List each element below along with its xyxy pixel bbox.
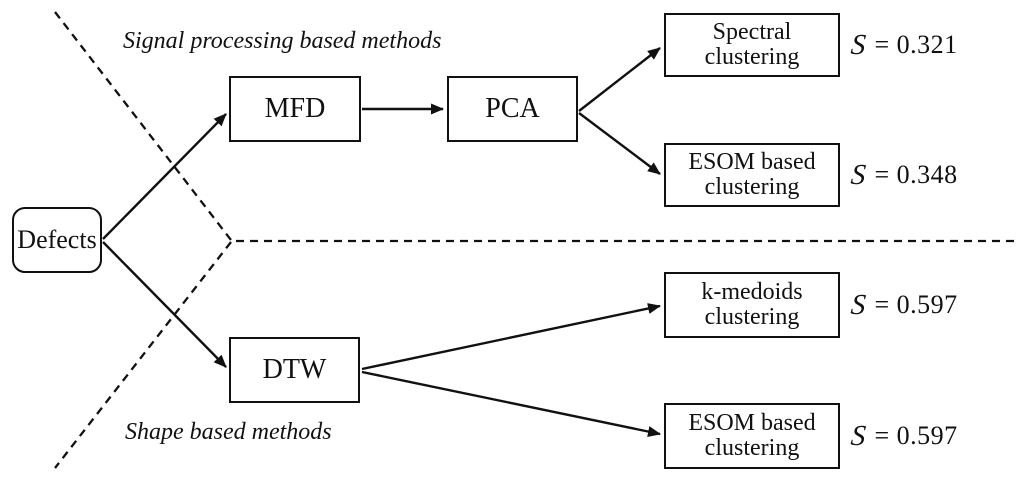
mfd-node: MFD xyxy=(229,76,361,142)
dtw-node: DTW xyxy=(229,337,360,403)
spectral-clustering-node: Spectral clustering xyxy=(664,13,840,77)
script-s-symbol: S xyxy=(849,419,868,452)
dashed-divider-upper-diagonal xyxy=(54,11,232,241)
edge-dtw-esom-bottom xyxy=(361,370,661,437)
esom-bottom-line1: ESOM based xyxy=(688,409,816,436)
script-s-symbol: S xyxy=(849,28,868,61)
kmedoids-line2: clustering xyxy=(704,304,800,330)
defects-node-label: Defects xyxy=(17,225,97,255)
esom-top-line1: ESOM based xyxy=(688,148,816,175)
kmedoids-score-value: = 0.597 xyxy=(874,290,958,319)
pca-node: PCA xyxy=(447,76,578,142)
esom-top-score: S = 0.348 xyxy=(849,143,1021,207)
dtw-node-label: DTW xyxy=(262,354,327,386)
script-s-symbol: S xyxy=(849,158,868,191)
esom-bottom-line2: clustering xyxy=(704,435,800,461)
esom-clustering-top-node: ESOM based clustering xyxy=(664,143,840,207)
spectral-clustering-line1: Spectral xyxy=(712,18,792,45)
kmedoids-score: S = 0.597 xyxy=(849,273,1021,337)
dashed-divider-lower-diagonal xyxy=(54,241,232,469)
defects-node: Defects xyxy=(12,207,102,273)
kmedoids-line1: k-medoids xyxy=(701,278,803,305)
pca-node-label: PCA xyxy=(485,93,540,125)
esom-top-line2: clustering xyxy=(704,174,800,200)
script-s-symbol: S xyxy=(849,288,868,321)
esom-bottom-score-value: = 0.597 xyxy=(874,421,958,450)
edge-defects-dtw xyxy=(102,241,227,368)
esom-clustering-bottom-node: ESOM based clustering xyxy=(664,403,840,469)
spectral-score: S = 0.321 xyxy=(849,13,1021,77)
edge-pca-spectral xyxy=(578,47,661,112)
shape-methods-label: Shape based methods xyxy=(125,419,332,445)
kmedoids-clustering-node: k-medoids clustering xyxy=(664,272,840,338)
edge-pca-esom-top xyxy=(578,112,661,175)
spectral-clustering-line2: clustering xyxy=(704,44,800,70)
edge-dtw-kmedoids xyxy=(361,303,661,371)
spectral-score-value: = 0.321 xyxy=(874,30,958,59)
signal-methods-label: Signal processing based methods xyxy=(123,28,442,54)
mfd-node-label: MFD xyxy=(264,93,326,125)
esom-top-score-value: = 0.348 xyxy=(874,160,958,189)
edge-defects-mfd xyxy=(102,113,227,240)
esom-bottom-score: S = 0.597 xyxy=(849,404,1021,468)
